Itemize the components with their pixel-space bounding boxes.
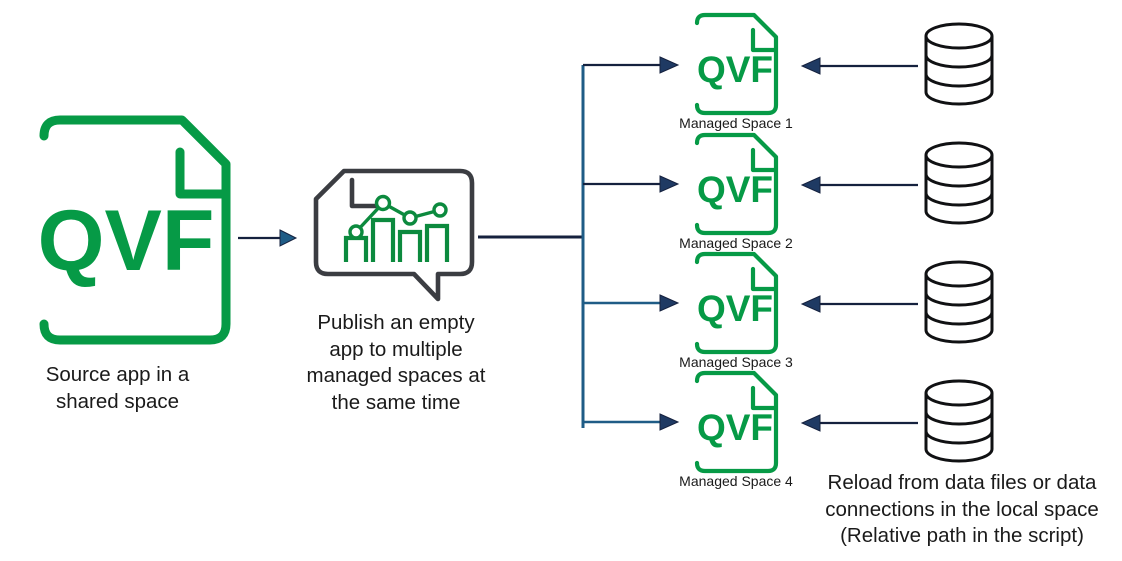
managed-space-2-label: Managed Space 2 — [679, 235, 793, 251]
arrow-bus-to-space-1 — [583, 56, 680, 74]
database-cylinder-icon — [924, 141, 994, 225]
publish-caption: Publish an empty app to multiple managed… — [306, 311, 486, 414]
qvf-document-icon: QVF — [694, 132, 779, 236]
arrow-database-to-space-4 — [800, 414, 918, 432]
distribution-connectors — [478, 56, 680, 431]
arrow-bus-to-space-4 — [583, 413, 680, 431]
arrow-bus-to-space-3 — [583, 294, 680, 312]
qvf-document-icon: QVF — [38, 115, 231, 345]
qvf-document-icon: QVF — [694, 12, 779, 116]
line-chart-overlay — [348, 194, 448, 240]
arrow-database-to-space-2 — [800, 176, 918, 194]
qvf-document-icon: QVF — [694, 370, 779, 474]
managed-space-1-label: Managed Space 1 — [679, 115, 793, 131]
managed-space-3-node: QVF — [690, 249, 782, 357]
reload-note: Reload from data files or data connectio… — [825, 471, 1099, 548]
chart-speech-bubble-icon — [313, 168, 475, 302]
database-cylinder-icon — [924, 379, 994, 463]
publish-node — [310, 162, 480, 307]
qvf-label: QVF — [38, 193, 215, 289]
arrow-source-to-publish — [238, 229, 298, 247]
database-cylinder-icon — [924, 260, 994, 344]
managed-space-1-node: QVF — [690, 10, 782, 118]
bar-chart-bars — [343, 217, 450, 262]
managed-space-4-label: Managed Space 4 — [679, 473, 793, 489]
managed-space-3-label: Managed Space 3 — [679, 354, 793, 370]
qvf-label: QVF — [697, 288, 773, 329]
qvf-document-icon: QVF — [694, 251, 779, 355]
managed-space-2-node: QVF — [690, 130, 782, 238]
source-caption: Source app in a shared space — [45, 363, 190, 413]
arrow-bus-to-space-2 — [583, 175, 680, 193]
managed-space-4-node: QVF — [690, 368, 782, 476]
database-cylinder-icon — [924, 22, 994, 106]
qvf-label: QVF — [697, 49, 773, 90]
arrow-database-to-space-1 — [800, 57, 918, 75]
qvf-label: QVF — [697, 407, 773, 448]
arrow-database-to-space-3 — [800, 295, 918, 313]
source-app-node: QVF — [30, 110, 240, 350]
qvf-label: QVF — [697, 169, 773, 210]
